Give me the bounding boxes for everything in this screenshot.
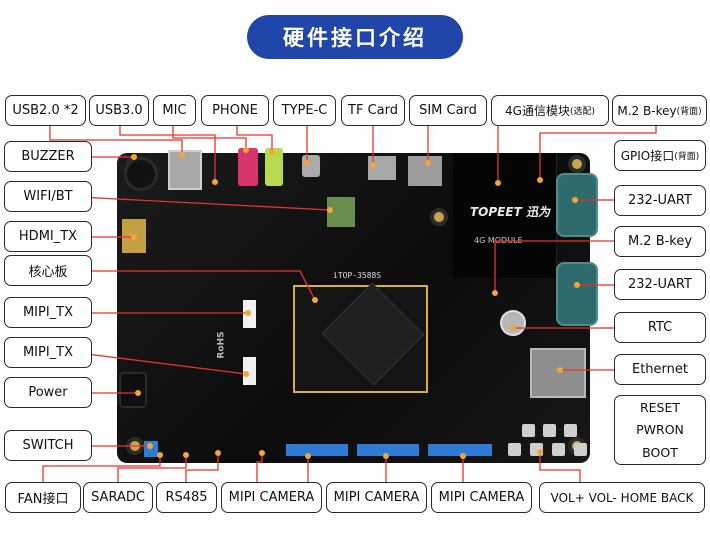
board-button-image (564, 424, 577, 437)
label-mipi-camera-1: MIPI CAMERA (221, 482, 322, 513)
label-power: Power (4, 377, 92, 408)
label-ethernet: Ethernet (614, 354, 706, 385)
label-mic: MIC (153, 95, 196, 126)
4g-module-brand: TOPEET 迅为 (470, 205, 550, 219)
label-4g-module: 4G通信模块(选配) (491, 95, 609, 126)
uart-connector-image (556, 262, 598, 326)
board-button-image (574, 443, 587, 456)
label-m2-right: M.2 B-key (614, 226, 706, 257)
label-switch: SWITCH (4, 430, 92, 461)
label-m2-top-note: (背面) (676, 107, 702, 117)
power-jack-image (119, 372, 147, 408)
label-gpio-note: (背面) (674, 152, 700, 162)
label-uart-2: 232-UART (614, 269, 706, 300)
label-mipi-camera-2: MIPI CAMERA (326, 482, 427, 513)
label-mipi-tx-2: MIPI_TX (4, 337, 92, 368)
board-button-image (522, 424, 535, 437)
label-mipi-camera-3: MIPI CAMERA (431, 482, 532, 513)
sim-slot-image (408, 156, 442, 186)
label-uart-1: 232-UART (614, 185, 706, 216)
page-title: 硬件接口介绍 (247, 15, 463, 59)
label-wifi-bt: WIFI/BT (4, 181, 92, 212)
board-button-image (543, 424, 556, 437)
label-hdmi-tx: HDMI_TX (4, 221, 92, 252)
label-rtc: RTC (614, 312, 706, 343)
board-button-image (552, 443, 565, 456)
label-rs485: RS485 (156, 482, 217, 513)
mic-jack-image (238, 148, 258, 186)
label-keys: VOL+ VOL- HOME BACK (539, 482, 705, 513)
label-pwron: PWRON (636, 422, 684, 438)
label-boot: BOOT (642, 445, 678, 461)
camera-connector-image (357, 444, 419, 456)
label-mipi-tx-1: MIPI_TX (4, 297, 92, 328)
label-saradc: SARADC (83, 482, 153, 513)
label-4g-module-note: (选配) (569, 107, 595, 117)
label-m2-top-text: M.2 B-key (617, 103, 677, 118)
label-gpio: GPIO接口(背面) (614, 140, 706, 171)
label-phone: PHONE (201, 95, 269, 126)
label-m2-top: M.2 B-key(背面) (612, 95, 707, 126)
label-gpio-text: GPIO接口 (620, 149, 675, 163)
rtc-battery-image (500, 310, 526, 336)
camera-connector-image (428, 444, 492, 456)
usb-jack-image (168, 150, 202, 190)
label-buzzer: BUZZER (4, 141, 92, 172)
buzzer-image (124, 157, 158, 191)
label-simcard: SIM Card (409, 95, 487, 126)
label-core-board: 核心板 (4, 255, 92, 286)
label-usb30: USB3.0 (89, 95, 149, 126)
label-tfcard: TF Card (341, 95, 405, 126)
board-button-image (508, 443, 521, 456)
uart-connector-image (556, 173, 598, 237)
phone-jack-image (265, 148, 283, 186)
core-board-name: iTOP-3588S (333, 271, 382, 280)
mount-hole (430, 208, 448, 226)
label-fan: FAN接口 (5, 482, 81, 513)
mount-hole (568, 155, 586, 173)
camera-connector-image (286, 444, 348, 456)
label-4g-module-text: 4G通信模块 (505, 104, 570, 118)
label-buttons: RESET PWRON BOOT (614, 395, 706, 465)
label-usb20: USB2.0 *2 (5, 95, 86, 126)
ethernet-jack-image (530, 348, 586, 398)
label-reset: RESET (639, 399, 681, 415)
mipi-tx-connector-image (243, 357, 256, 385)
label-typec: TYPE-C (273, 95, 336, 126)
